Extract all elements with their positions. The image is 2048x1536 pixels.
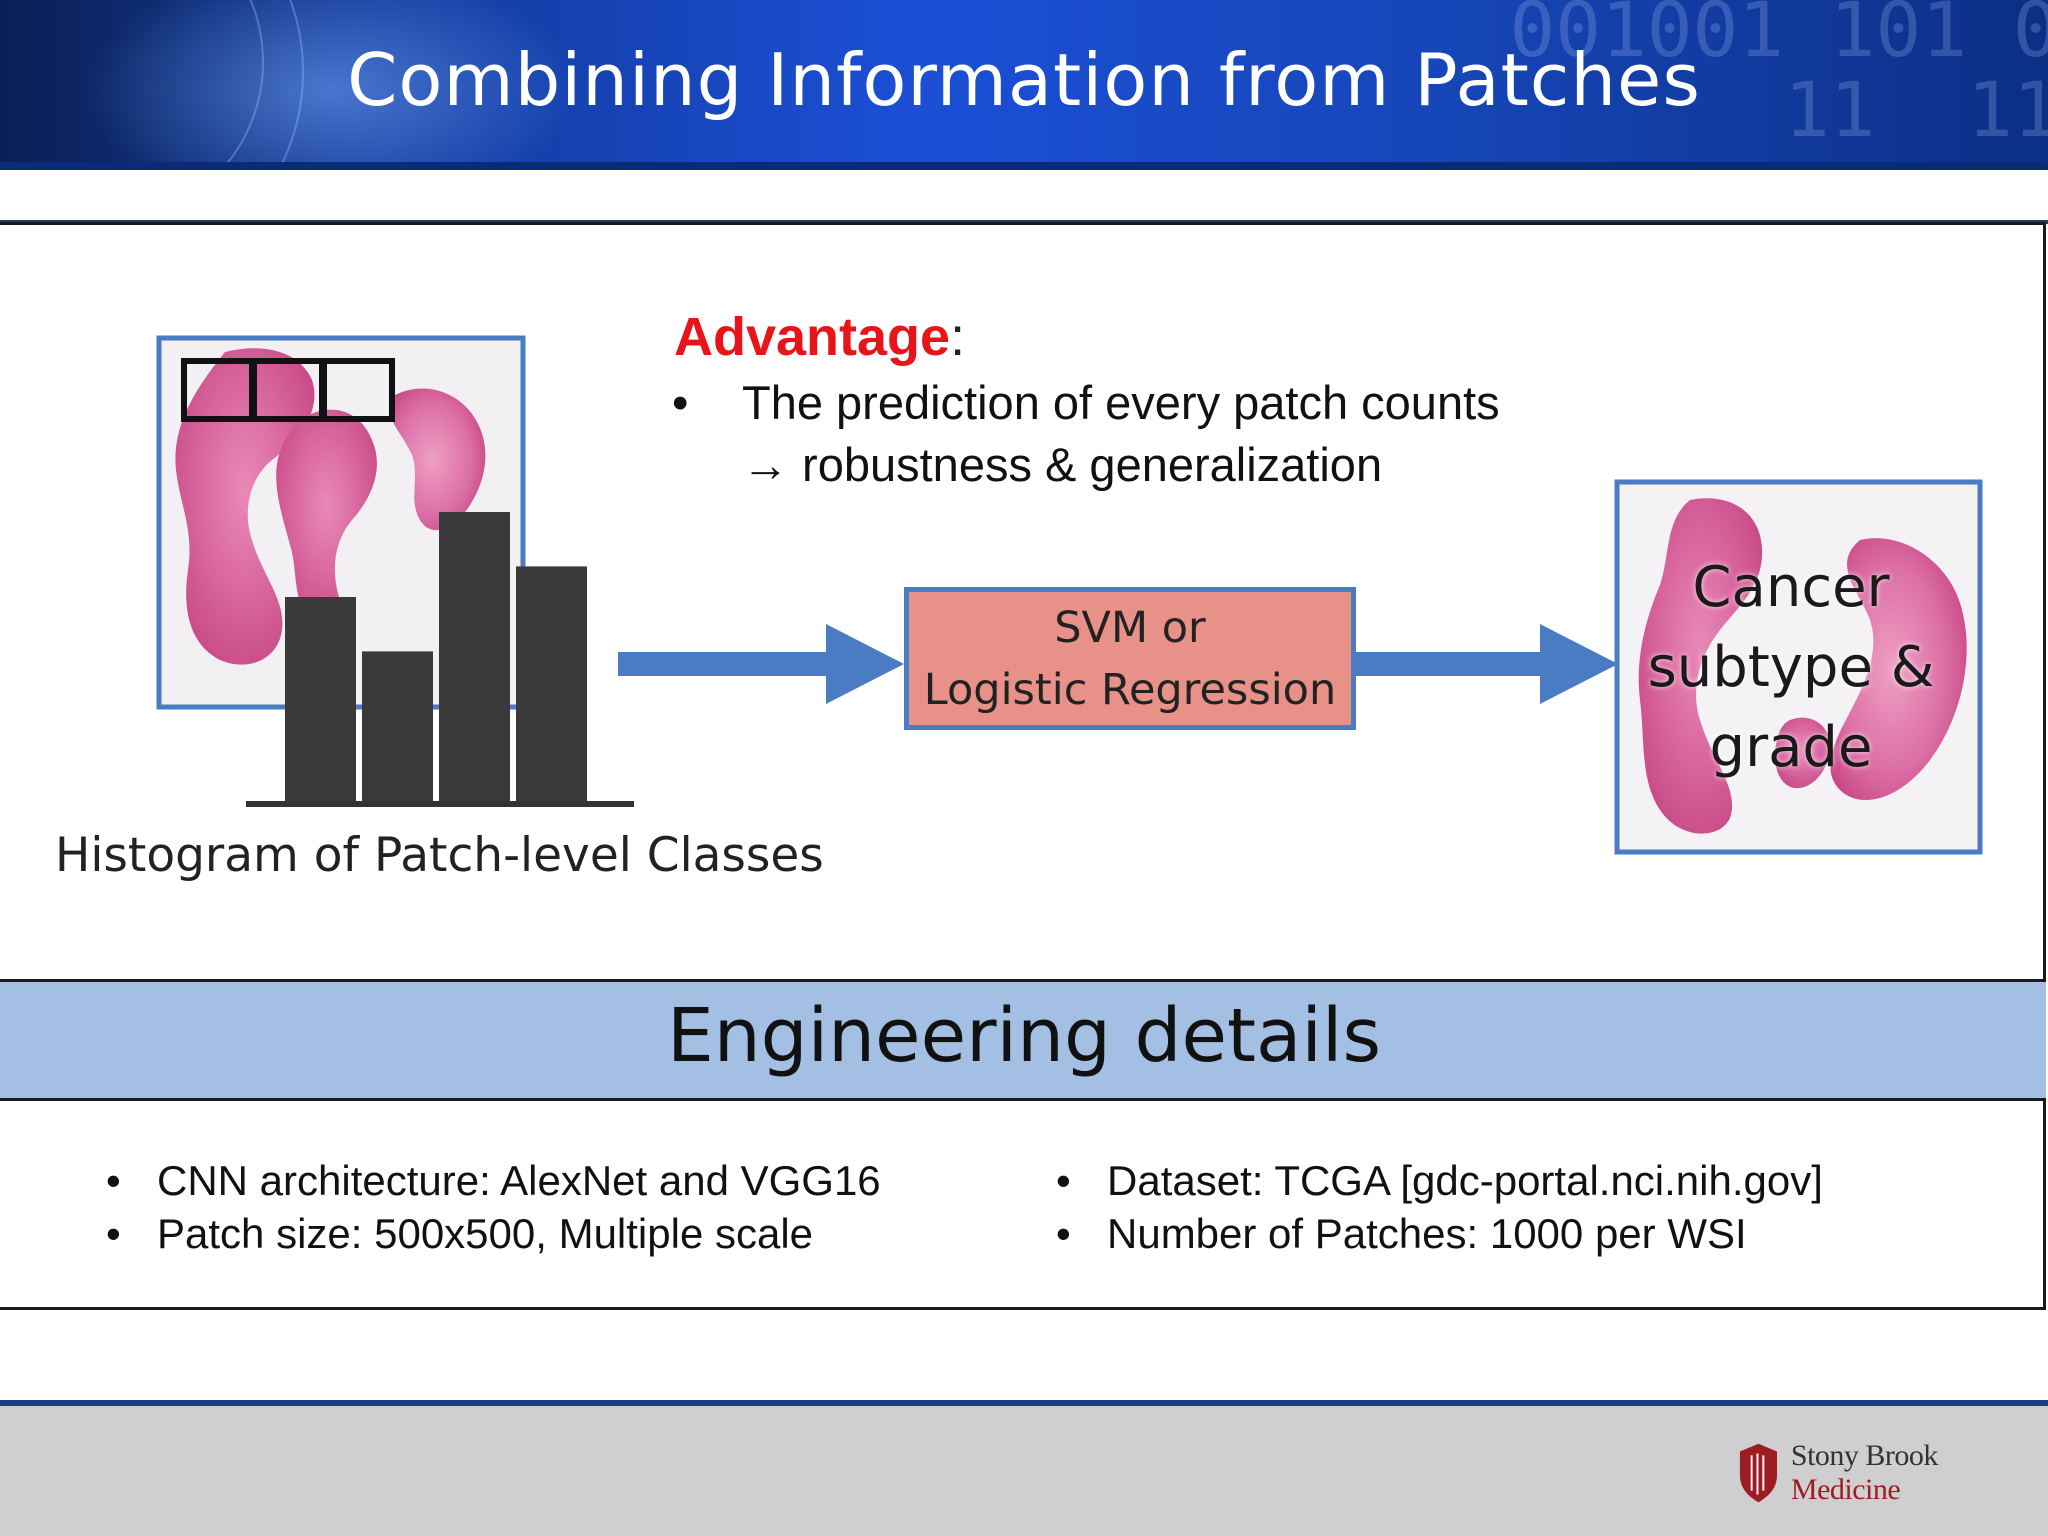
- result-slide-image: [1614, 479, 1983, 855]
- result-label: Cancer subtype & grade: [1616, 548, 1966, 788]
- tissue-section-shape: [276, 409, 377, 625]
- histogram-bar: [439, 512, 510, 801]
- engineering-item: • Patch size: 500x500, Multiple scale: [106, 1207, 881, 1260]
- engineering-item: • Number of Patches: 1000 per WSI: [1056, 1207, 1823, 1260]
- tissue-section-shape: [389, 388, 486, 531]
- engineering-item-text: Patch size: 500x500, Multiple scale: [157, 1210, 814, 1257]
- advantage-heading: Advantage:: [674, 306, 965, 368]
- histogram-bar: [516, 566, 587, 801]
- arrow-to-classifier: [618, 624, 904, 704]
- bullet-glyph: •: [1056, 1210, 1071, 1257]
- bullet-glyph: •: [106, 1210, 121, 1257]
- shield-icon: [1739, 1443, 1778, 1503]
- classifier-label-line: SVM or: [1054, 602, 1206, 653]
- bullet-glyph: •: [106, 1157, 121, 1204]
- stony-brook-medicine-logo: Stony Brook Medicine: [1736, 1438, 2048, 1508]
- logo-text-stony-brook: Stony Brook: [1790, 1439, 1939, 1472]
- bullet-glyph: •: [1056, 1157, 1071, 1204]
- engineering-list-left: • CNN architecture: AlexNet and VGG16 • Pa…: [106, 1154, 881, 1260]
- patch-class-histogram: [285, 512, 587, 801]
- advantage-colon: :: [950, 307, 966, 367]
- advantage-heading-text: Advantage: [674, 307, 951, 367]
- engineering-item-text: CNN architecture: AlexNet and VGG16: [157, 1157, 881, 1204]
- logo-wordmark: Stony Brook Medicine: [1791, 1439, 2048, 1507]
- header-divider: [0, 162, 2048, 170]
- slide-header: 001001 101 011 11 11 0: [0, 0, 2048, 170]
- binary-digits-decoration: 001001 101 011 11 11 0: [1509, 0, 2048, 154]
- slide-footer: [0, 1400, 2048, 1536]
- slide-title: Combining Information from Patches: [347, 38, 1701, 122]
- footer-rule: [0, 1400, 2048, 1406]
- header-arc-decoration: [0, 0, 304, 170]
- content-frame: [0, 222, 2046, 1310]
- advantage-line: → robustness & generalization: [742, 438, 1383, 491]
- engineering-item-text: Number of Patches: 1000 per WSI: [1107, 1210, 1747, 1257]
- bullet-glyph: •: [672, 376, 689, 429]
- advantage-list: • The prediction of every patch counts → …: [672, 372, 1500, 496]
- engineering-item: • Dataset: TCGA [gdc-portal.nci.nih.gov]: [1056, 1154, 1823, 1207]
- logo-text-medicine: Medicine: [1790, 1473, 1901, 1506]
- engineering-heading: Engineering details: [666, 993, 1382, 1079]
- engineering-item: • CNN architecture: AlexNet and VGG16: [106, 1154, 881, 1207]
- advantage-bullet-item: • The prediction of every patch counts: [672, 372, 1500, 434]
- classifier-box: SVM or Logistic Regression: [904, 587, 1356, 730]
- histogram-bar: [285, 597, 356, 801]
- engineering-item-text: Dataset: TCGA [gdc-portal.nci.nih.gov]: [1107, 1157, 1823, 1204]
- histogram-bar: [362, 651, 433, 801]
- result-label-line: subtype &: [1647, 635, 1935, 700]
- classifier-label-line: Logistic Regression: [923, 664, 1337, 715]
- tissue-section-shape: [1830, 538, 1967, 800]
- engineering-list-right: •Dataset: TCGA [gdc-portal.nci.nih.gov] …: [1056, 1154, 1823, 1260]
- histogram-label: Histogram of Patch-level Classes: [55, 828, 824, 883]
- tissue-section-shape: [175, 348, 315, 665]
- arrow-to-result: [1356, 624, 1618, 704]
- advantage-line: The prediction of every patch counts: [742, 376, 1500, 429]
- result-label-line: Cancer: [1692, 555, 1890, 620]
- result-label-line: grade: [1709, 715, 1873, 780]
- patch-box: [321, 358, 395, 422]
- tissue-section-shape: [1774, 717, 1830, 789]
- engineering-band: [0, 979, 2046, 1101]
- advantage-continuation-line: → robustness & generalization: [672, 434, 1500, 496]
- tissue-section-shape: [1638, 498, 1763, 834]
